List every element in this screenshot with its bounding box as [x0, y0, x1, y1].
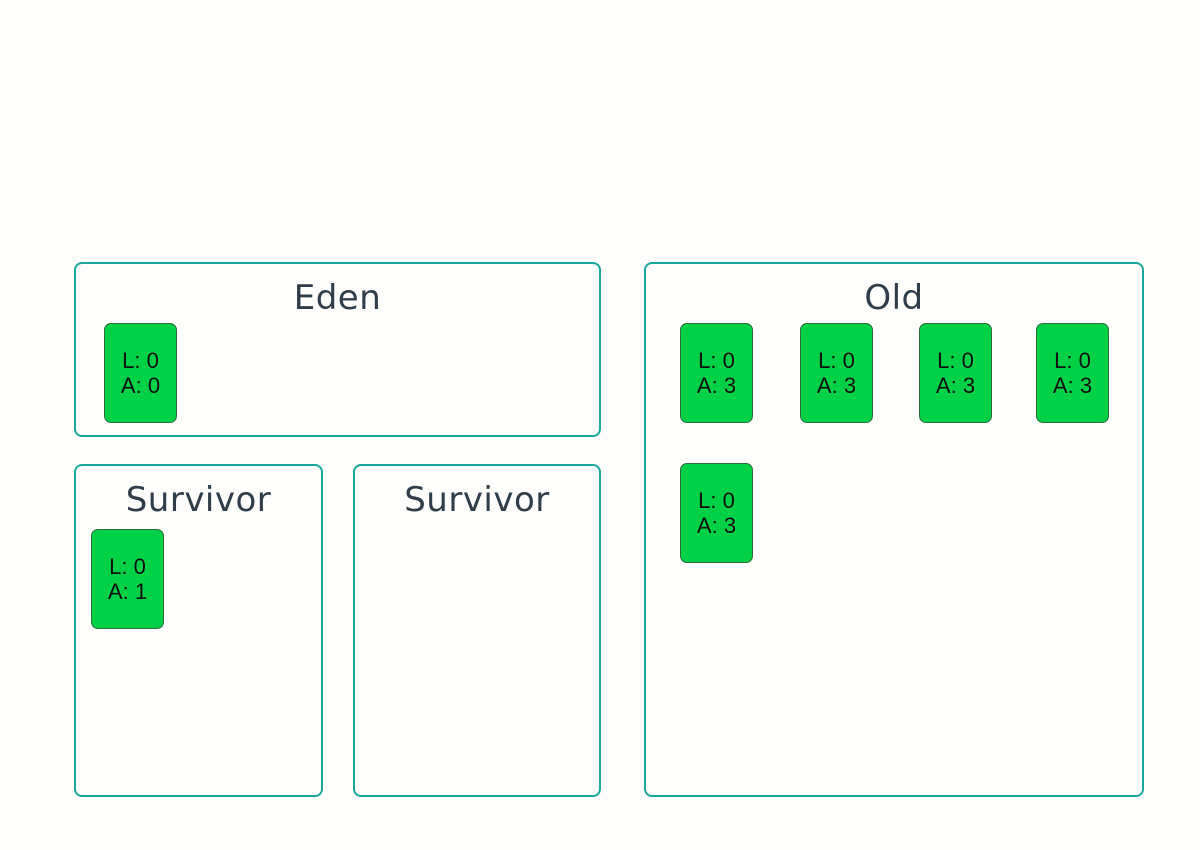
object-label-l: L: 0: [1054, 348, 1091, 373]
old-title: Old: [864, 278, 924, 318]
object-label-a: A: 3: [935, 373, 976, 398]
survivor-b-title: Survivor: [404, 480, 550, 520]
survivor-a-object-1: L: 0 A: 1: [91, 529, 164, 629]
survivor-region-b: Survivor: [353, 464, 601, 797]
object-label-l: L: 0: [698, 488, 735, 513]
eden-title: Eden: [293, 278, 382, 318]
object-label-l: L: 0: [818, 348, 855, 373]
object-label-a: A: 3: [1052, 373, 1093, 398]
old-object-3: L: 0 A: 3: [919, 323, 992, 423]
old-object-4: L: 0 A: 3: [1036, 323, 1109, 423]
survivor-region-a: Survivor L: 0 A: 1: [74, 464, 323, 797]
old-object-5: L: 0 A: 3: [680, 463, 753, 563]
eden-object-1: L: 0 A: 0: [104, 323, 177, 423]
object-label-l: L: 0: [122, 348, 159, 373]
old-region: Old L: 0 A: 3 L: 0 A: 3 L: 0 A: 3 L: 0 A…: [644, 262, 1144, 797]
survivor-a-title: Survivor: [125, 480, 272, 520]
object-label-l: L: 0: [698, 348, 735, 373]
object-label-a: A: 1: [107, 579, 148, 604]
object-label-l: L: 0: [109, 554, 146, 579]
object-label-a: A: 0: [120, 373, 161, 398]
object-label-a: A: 3: [816, 373, 857, 398]
old-object-2: L: 0 A: 3: [800, 323, 873, 423]
old-object-1: L: 0 A: 3: [680, 323, 753, 423]
object-label-l: L: 0: [937, 348, 974, 373]
eden-region: Eden L: 0 A: 0: [74, 262, 601, 437]
object-label-a: A: 3: [696, 373, 737, 398]
object-label-a: A: 3: [696, 513, 737, 538]
